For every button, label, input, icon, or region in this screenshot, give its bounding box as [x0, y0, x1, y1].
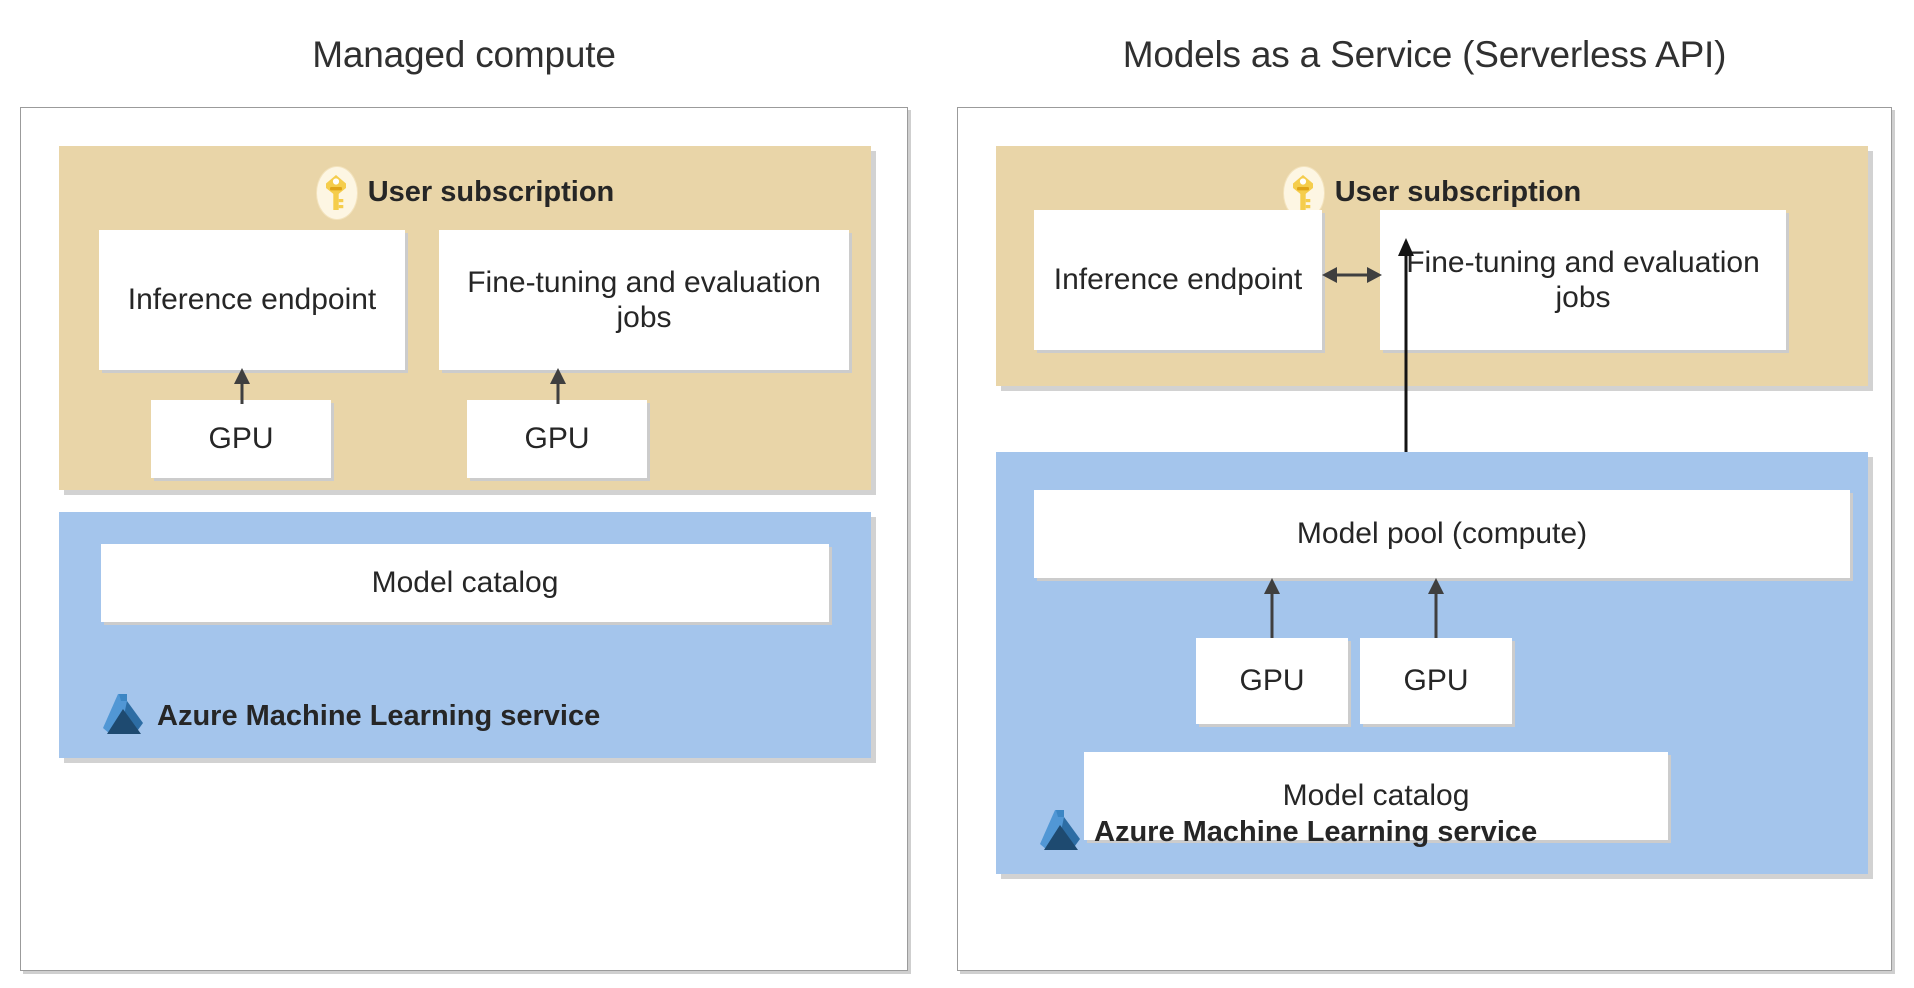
azure-ml-header-right: Azure Machine Learning service — [1038, 808, 1537, 856]
arrow-gpu2-to-finetuning — [550, 368, 566, 404]
right-column-title: Models as a Service (Serverless API) — [1122, 34, 1727, 75]
left-column-title: Managed compute — [312, 34, 616, 75]
model-catalog-box: Model catalog — [101, 544, 829, 622]
managed-compute-panel: User subscription Inference endpoint Fin… — [20, 107, 908, 971]
inference-endpoint-box: Inference endpoint — [99, 230, 405, 370]
model-pool-compute-box: Model pool (compute) — [1034, 490, 1850, 578]
gpu-box-2: GPU — [467, 400, 647, 478]
fine-tuning-evaluation-jobs-box: Fine-tuning and evaluation jobs — [1380, 210, 1786, 350]
azure-ml-label: Azure Machine Learning service — [157, 699, 601, 732]
user-subscription-header-left: User subscription — [59, 166, 871, 220]
arrow-gpu2-to-model-pool — [1428, 578, 1444, 638]
gpu-box-1: GPU — [151, 400, 331, 478]
azure-ml-flask-icon — [101, 692, 145, 740]
azure-ml-flask-icon — [1038, 808, 1082, 856]
user-subscription-region-left: User subscription Inference endpoint Fin… — [59, 146, 871, 490]
user-subscription-region-right: User subscription Inference endpoint Fin… — [996, 146, 1868, 386]
azure-ml-region-right: Model pool (compute) GPU GPU Model catal… — [996, 452, 1868, 874]
arrow-gpu1-to-inference — [234, 368, 250, 404]
inference-endpoint-box: Inference endpoint — [1034, 210, 1322, 350]
arrow-gpu1-to-model-pool — [1264, 578, 1280, 638]
fine-tuning-evaluation-jobs-box: Fine-tuning and evaluation jobs — [439, 230, 849, 370]
azure-ml-header-left: Azure Machine Learning service — [101, 692, 600, 740]
azure-ml-label: Azure Machine Learning service — [1094, 815, 1538, 848]
serverless-api-panel: User subscription Inference endpoint Fin… — [957, 107, 1892, 971]
key-icon — [315, 166, 358, 220]
gpu-box-2: GPU — [1360, 638, 1512, 724]
arrow-inference-finetuning-bidirectional — [1322, 267, 1382, 283]
gpu-box-1: GPU — [1196, 638, 1348, 724]
azure-ml-region-left: Model catalog Azure Machine Learning ser… — [59, 512, 871, 758]
user-subscription-label: User subscription — [367, 175, 615, 208]
user-subscription-label: User subscription — [1334, 175, 1582, 208]
model-catalog-box: Model catalog — [1084, 752, 1668, 840]
